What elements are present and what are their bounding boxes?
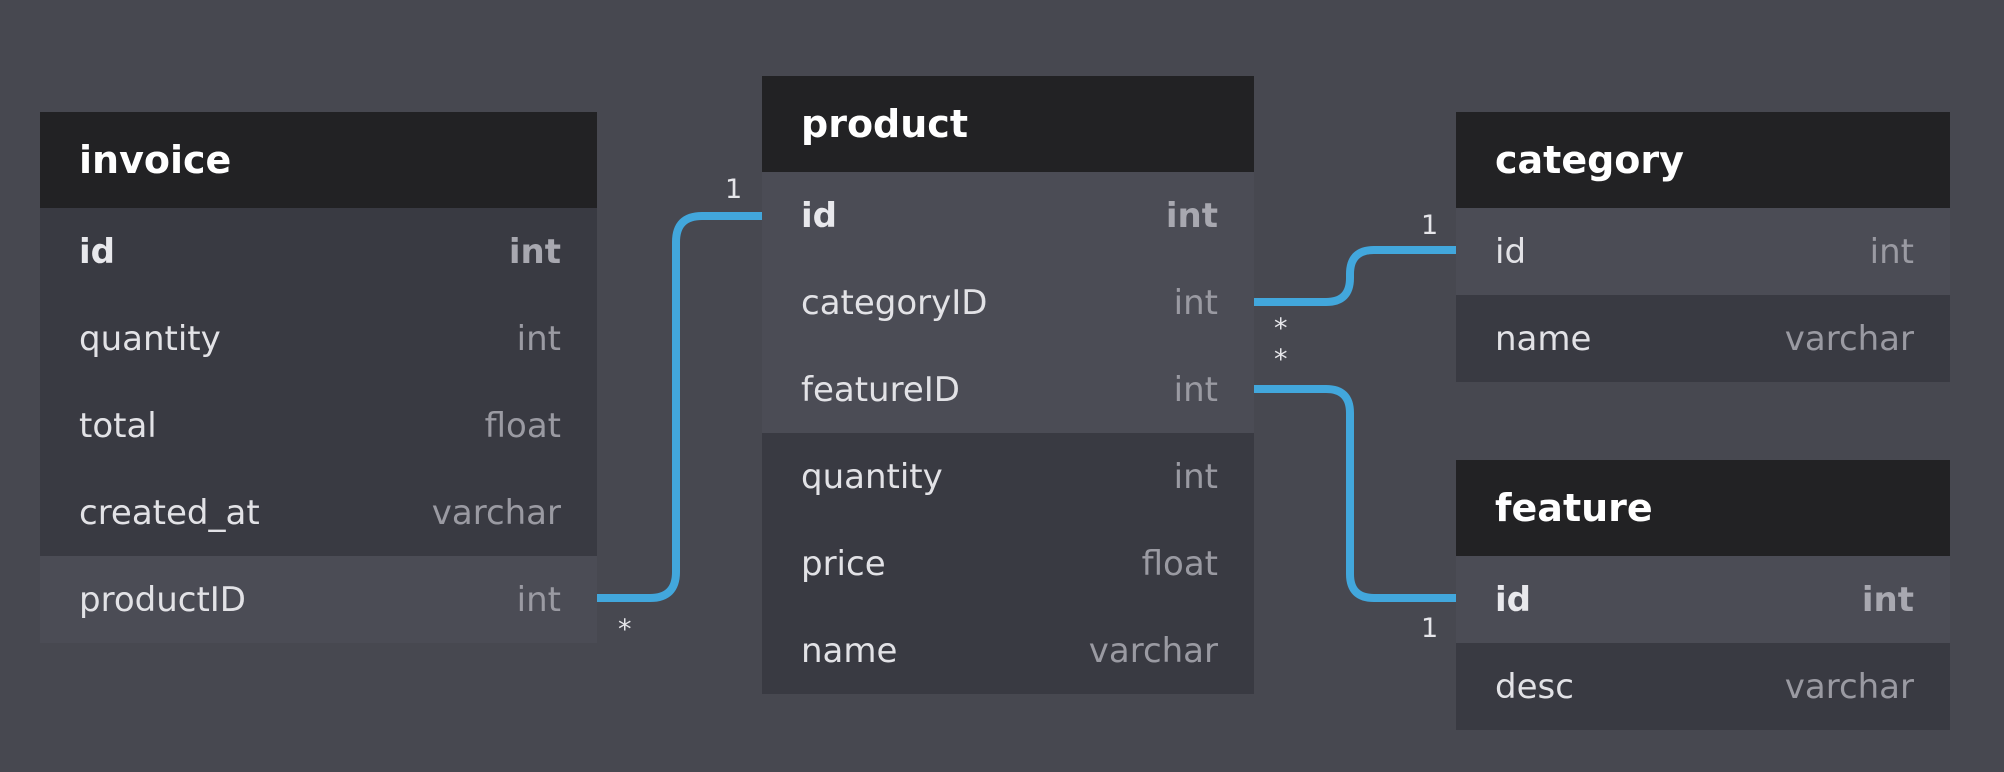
field-type: int: [1173, 456, 1218, 497]
field-type: int: [1173, 369, 1218, 410]
field-type: varchar: [431, 492, 561, 533]
table-invoice[interactable]: invoice id int quantity int total float …: [40, 112, 597, 643]
field-name: name: [801, 630, 898, 671]
table-title: invoice: [40, 112, 597, 208]
field-name: featureID: [801, 369, 960, 410]
field-row[interactable]: quantity int: [762, 433, 1254, 520]
field-row[interactable]: productID int: [40, 556, 597, 643]
cardinality-invoice-many: *: [618, 614, 632, 645]
cardinality-category-one: 1: [1421, 210, 1438, 241]
field-name: id: [1495, 579, 1531, 620]
table-title: product: [762, 76, 1254, 172]
field-type: int: [1165, 195, 1218, 236]
field-type: varchar: [1784, 318, 1914, 359]
field-type: int: [508, 231, 561, 272]
field-row[interactable]: created_at varchar: [40, 469, 597, 556]
field-row[interactable]: id int: [1456, 208, 1950, 295]
field-row[interactable]: total float: [40, 382, 597, 469]
field-name: created_at: [79, 492, 260, 533]
cardinality-feature-one: 1: [1421, 613, 1438, 644]
field-name: desc: [1495, 666, 1574, 707]
field-row[interactable]: id int: [40, 208, 597, 295]
field-row[interactable]: id int: [762, 172, 1254, 259]
field-row[interactable]: quantity int: [40, 295, 597, 382]
field-type: int: [1861, 579, 1914, 620]
relation-product-feature[interactable]: [1254, 385, 1456, 602]
field-name: name: [1495, 318, 1592, 359]
table-title: category: [1456, 112, 1950, 208]
field-name: id: [79, 231, 115, 272]
cardinality-product-one: 1: [725, 174, 742, 205]
cardinality-product-category-many: *: [1274, 313, 1288, 344]
field-name: total: [79, 405, 157, 446]
field-row[interactable]: price float: [762, 520, 1254, 607]
field-type: int: [516, 579, 561, 620]
field-row[interactable]: desc varchar: [1456, 643, 1950, 730]
field-row[interactable]: id int: [1456, 556, 1950, 643]
field-name: categoryID: [801, 282, 988, 323]
cardinality-product-feature-many: *: [1274, 344, 1288, 375]
field-name: id: [801, 195, 837, 236]
field-row[interactable]: name varchar: [1456, 295, 1950, 382]
field-name: id: [1495, 231, 1527, 272]
field-name: quantity: [801, 456, 943, 497]
table-feature[interactable]: feature id int desc varchar: [1456, 460, 1950, 730]
field-name: price: [801, 543, 886, 584]
field-type: varchar: [1784, 666, 1914, 707]
field-type: int: [1173, 282, 1218, 323]
relation-invoice-product[interactable]: [597, 212, 762, 602]
table-product[interactable]: product id int categoryID int featureID …: [762, 76, 1254, 694]
field-row[interactable]: name varchar: [762, 607, 1254, 694]
table-title: feature: [1456, 460, 1950, 556]
field-type: int: [1869, 231, 1914, 272]
field-row[interactable]: featureID int: [762, 346, 1254, 433]
relation-product-category[interactable]: [1254, 246, 1456, 306]
field-name: productID: [79, 579, 246, 620]
field-type: float: [1141, 543, 1218, 584]
field-type: float: [484, 405, 561, 446]
field-name: quantity: [79, 318, 221, 359]
field-row[interactable]: categoryID int: [762, 259, 1254, 346]
field-type: int: [516, 318, 561, 359]
field-type: varchar: [1088, 630, 1218, 671]
table-category[interactable]: category id int name varchar: [1456, 112, 1950, 382]
